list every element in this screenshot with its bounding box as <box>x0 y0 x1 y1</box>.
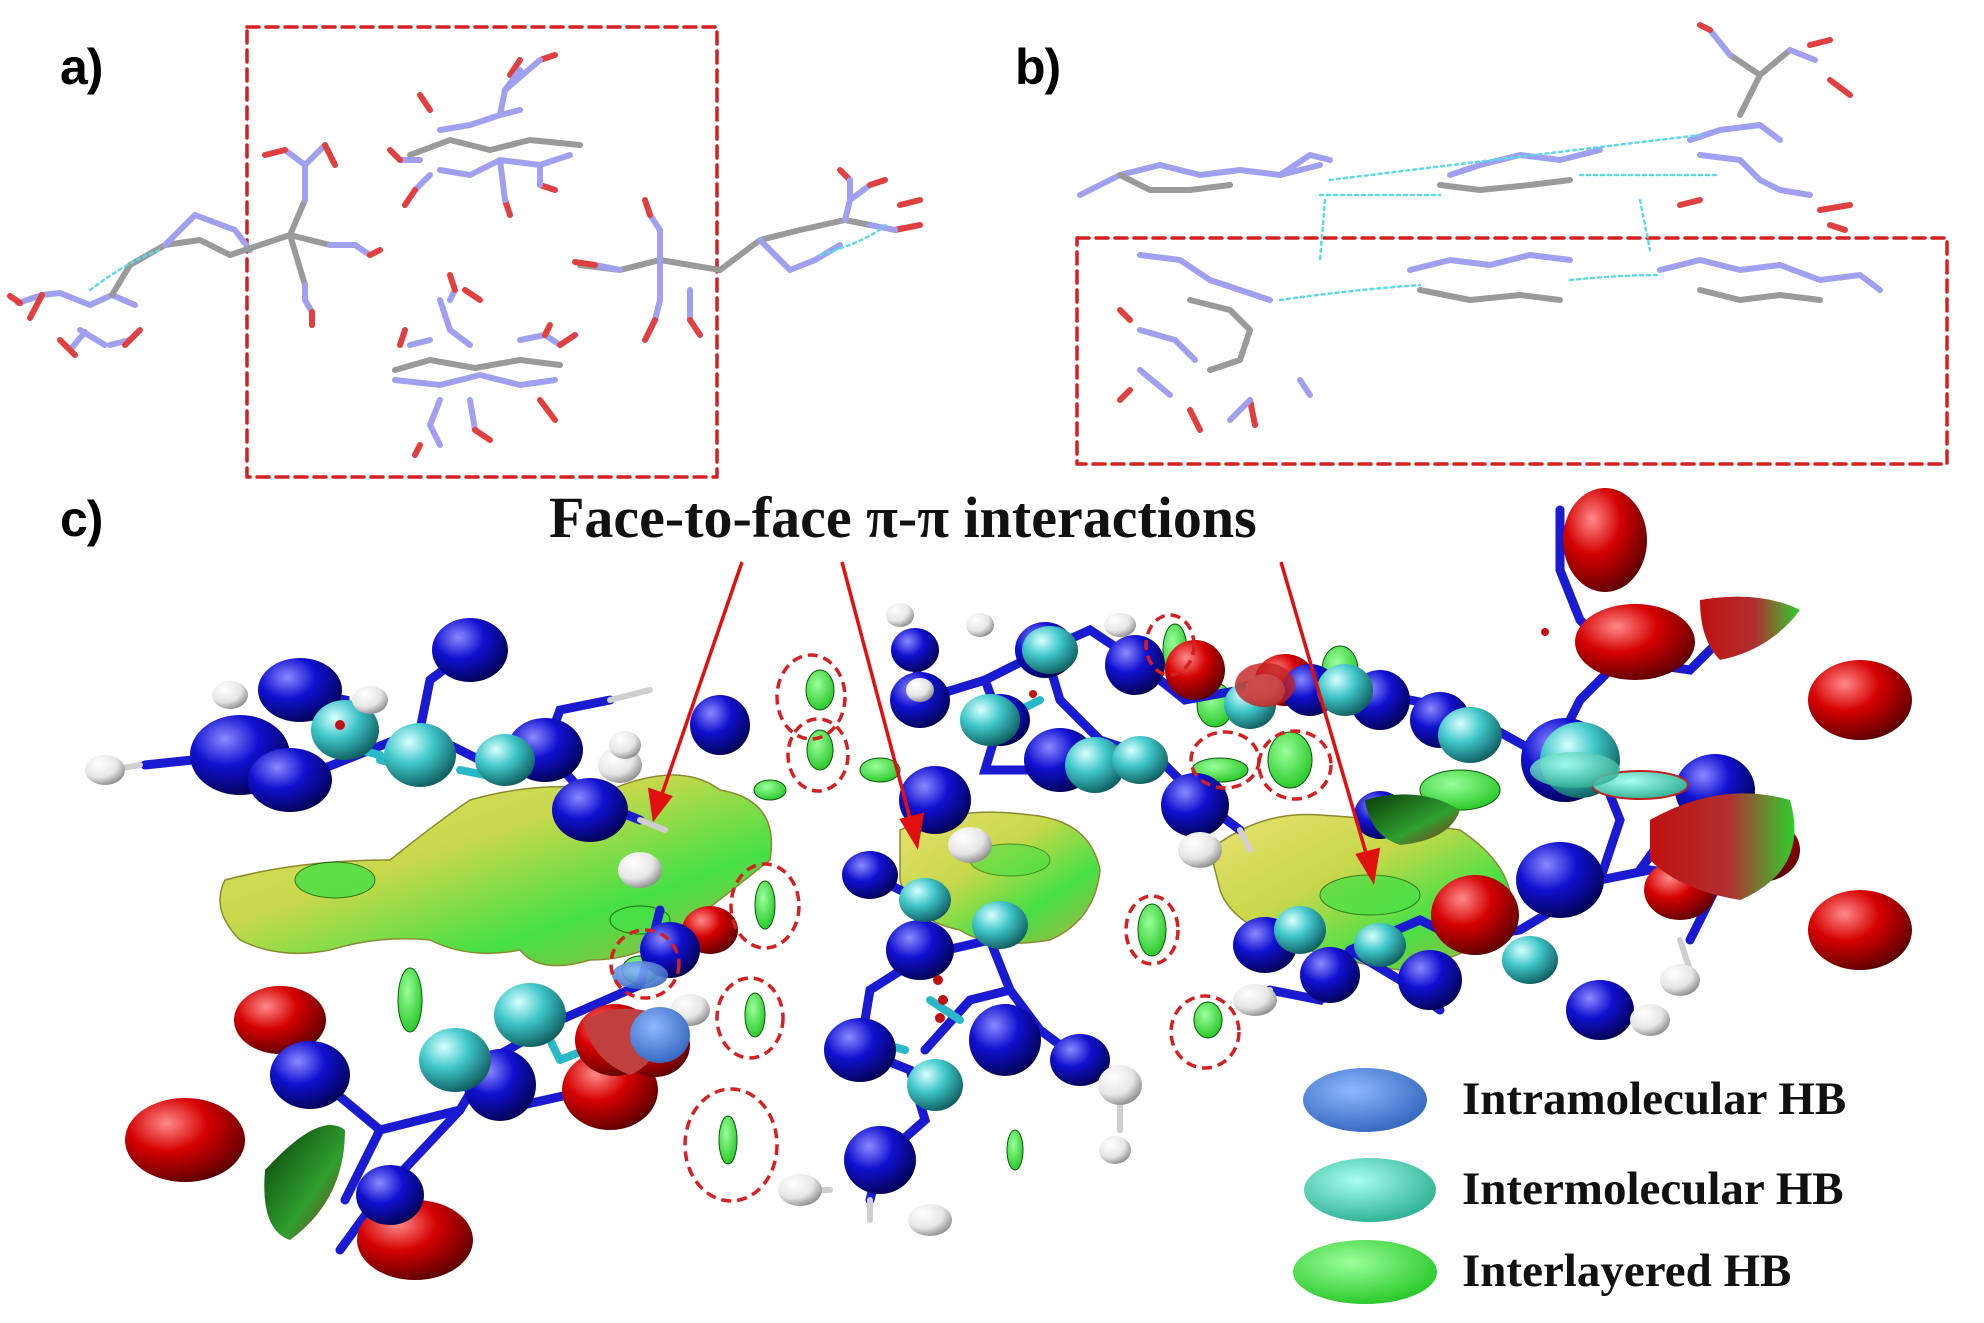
legend-label-intramolecular: Intramolecular HB <box>1462 1073 1847 1125</box>
panel-c-structure <box>85 488 1912 1304</box>
legend-swatch-interlayered <box>1293 1240 1437 1304</box>
hydrogen-atoms <box>85 603 1700 1236</box>
panel-b-highlight-box <box>1075 236 1949 466</box>
hb-highlight-circles <box>609 613 1333 1203</box>
panel-label-b: b) <box>1015 39 1061 95</box>
panel-label-a: a) <box>60 39 103 95</box>
panel-b-structure <box>1075 22 1949 466</box>
legend-label-interlayered: Interlayered HB <box>1462 1245 1792 1297</box>
legend-swatch-intramolecular <box>1303 1068 1427 1132</box>
pi-pi-annotation-title: Face-to-face π-π interactions <box>549 485 1257 550</box>
legend-swatch-intermolecular <box>1304 1158 1436 1222</box>
panel-a-structure <box>7 25 923 479</box>
legend-swatches <box>1293 1068 1437 1304</box>
panel-label-c: c) <box>60 491 103 547</box>
legend-label-intermolecular: Intermolecular HB <box>1462 1163 1844 1215</box>
panel-a-highlight-box <box>245 25 719 479</box>
annotation-arrows <box>647 561 1381 885</box>
